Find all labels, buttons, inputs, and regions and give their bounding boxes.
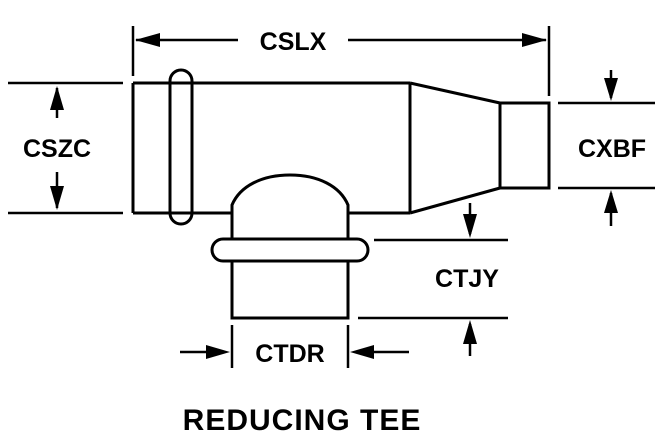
branch <box>210 173 370 320</box>
cslx-label: CSLX <box>260 28 327 56</box>
ctjy-arrow-bottom <box>463 320 477 344</box>
cxbf-arrow-bottom <box>604 190 618 213</box>
cxbf-arrow-top <box>604 78 618 101</box>
dimension-cszc: CSZC <box>8 81 123 215</box>
dimension-ctdr: CTDR <box>180 325 409 368</box>
cszc-arrow-bottom <box>50 186 64 210</box>
ctdr-label: CTDR <box>255 340 324 368</box>
ctdr-arrow-left <box>206 345 230 359</box>
ctjy-label: CTJY <box>435 265 499 293</box>
cszc-label: CSZC <box>23 135 91 163</box>
ctdr-arrow-right <box>350 345 374 359</box>
ctjy-arrow-top <box>463 214 477 238</box>
diagram-title: REDUCING TEE <box>183 404 422 437</box>
branch-pipe <box>230 261 350 320</box>
reducer-top-edge <box>409 81 501 105</box>
cszc-arrow-top <box>50 86 64 110</box>
branch-bead-ring <box>210 237 370 263</box>
small-end <box>500 101 551 190</box>
cxbf-label: CXBF <box>578 135 646 163</box>
branch-dome <box>230 173 350 240</box>
cslx-arrow-left <box>135 33 160 47</box>
small-end-outline <box>500 101 551 190</box>
tee-run-body <box>131 81 412 215</box>
run-bead-ring <box>168 68 194 226</box>
dimension-ctjy: CTJY <box>358 203 508 356</box>
reducer-bottom-edge <box>409 186 501 215</box>
reducer-cone <box>409 81 502 215</box>
dimension-cslx: CSLX <box>131 26 551 96</box>
dimension-cxbf: CXBF <box>558 70 655 226</box>
cslx-arrow-right <box>522 33 547 47</box>
